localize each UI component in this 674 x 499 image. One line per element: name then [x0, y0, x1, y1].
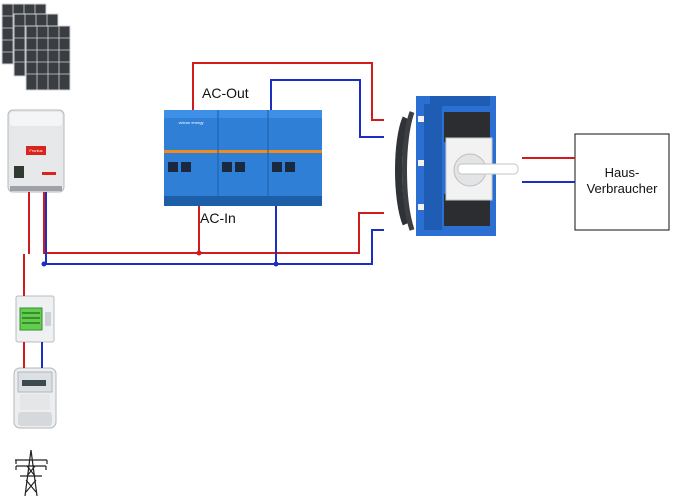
junction-dot [196, 250, 202, 256]
transfer-switch-icon [395, 96, 519, 236]
junction-dot [41, 261, 47, 267]
solar-panel-icon [1, 3, 71, 91]
multiplus-unit [268, 110, 322, 206]
junction-dot [273, 261, 279, 267]
energy-meter-icon [15, 295, 55, 343]
ac-out-label: AC-Out [202, 85, 249, 101]
consumer-box: Haus- Verbraucher [574, 133, 670, 231]
multiplus-unit [164, 110, 218, 206]
ac-in-label: AC-In [200, 210, 236, 226]
inverter-brand-label: Fronius [29, 148, 42, 153]
consumer-label-line1: Haus- [605, 165, 640, 180]
pv-inverter-icon: Fronius [7, 109, 65, 193]
live-wires [23, 62, 575, 368]
victron-brand-label: victron energy [178, 120, 203, 125]
multiplus-unit [218, 110, 268, 206]
consumer-label-line2: Verbraucher [587, 181, 658, 196]
power-pylon-icon [15, 449, 48, 497]
utility-meter-icon [13, 367, 57, 429]
multiplus-inverter-icon: victron energy [164, 110, 322, 206]
neutral-wires [41, 79, 575, 368]
